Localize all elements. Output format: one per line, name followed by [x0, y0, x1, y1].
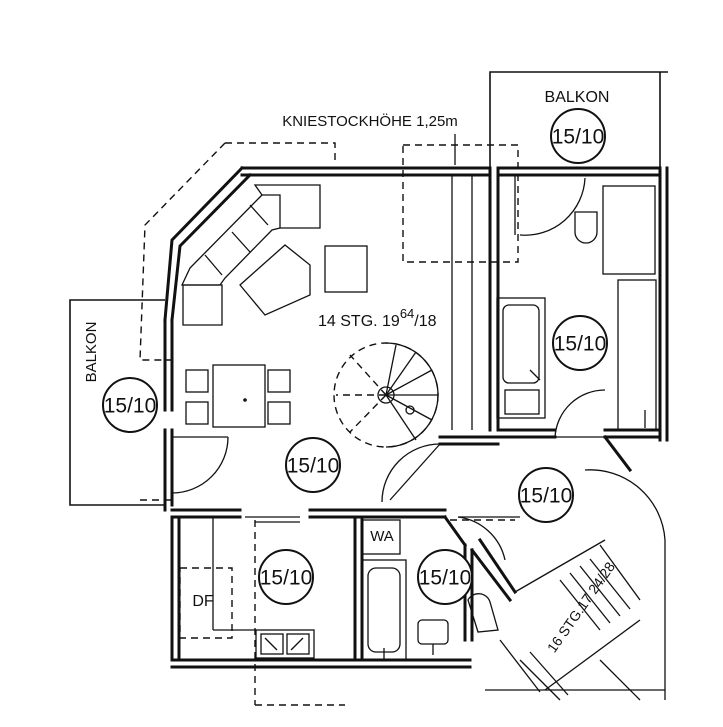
balkon-top-label: BALKON: [545, 89, 610, 106]
stair-right-label: 16 STG.17 24/28: [544, 559, 618, 656]
room-badge-circle: [258, 549, 314, 605]
armchair: [324, 245, 368, 293]
room-label-balkon-top: 15/10: [552, 126, 605, 149]
kniestock-lines: KNIESTOCKHÖHE 1,25m: [139, 112, 519, 706]
room-label-kitchen: 15/10: [260, 567, 313, 590]
wa-label: WA: [370, 528, 394, 545]
room-label-bath-right: 15/10: [554, 333, 607, 356]
room-badge-circle: [285, 437, 341, 493]
sofa: [180, 184, 321, 326]
spiral-stair: [333, 175, 473, 448]
kitchen-fixtures: DF: [179, 517, 315, 659]
room-badge-circle: [518, 467, 574, 523]
room-label-living: 15/10: [287, 455, 340, 478]
doors: [171, 176, 606, 561]
walls: [163, 165, 669, 669]
df-label: DF: [192, 593, 214, 610]
coffee-table: [239, 244, 311, 316]
balkon-left: BALKON 15/10: [69, 299, 165, 506]
room-label-bath-small: 15/10: [419, 567, 472, 590]
bath-right-fixtures: [496, 185, 657, 431]
dining-table: [185, 364, 291, 428]
room-label-balkon-left: 15/10: [104, 395, 157, 418]
bath-small-fixtures: WA: [361, 519, 499, 661]
balkon-top: BALKON 15/10: [489, 71, 668, 168]
stair-main-label: 14 STG. 1964/18: [318, 306, 437, 330]
balkon-left-label: BALKON: [83, 322, 100, 383]
room-label-hall: 15/10: [520, 485, 573, 508]
room-badge-circle: [417, 549, 473, 605]
room-badges: 15/10 15/10 15/10 15/10 15/10: [258, 315, 608, 605]
kniestock-label: KNIESTOCKHÖHE 1,25m: [282, 112, 458, 130]
room-badge-circle: [550, 108, 606, 164]
room-badge-circle: [102, 377, 158, 433]
room-badge-circle: [552, 315, 608, 371]
